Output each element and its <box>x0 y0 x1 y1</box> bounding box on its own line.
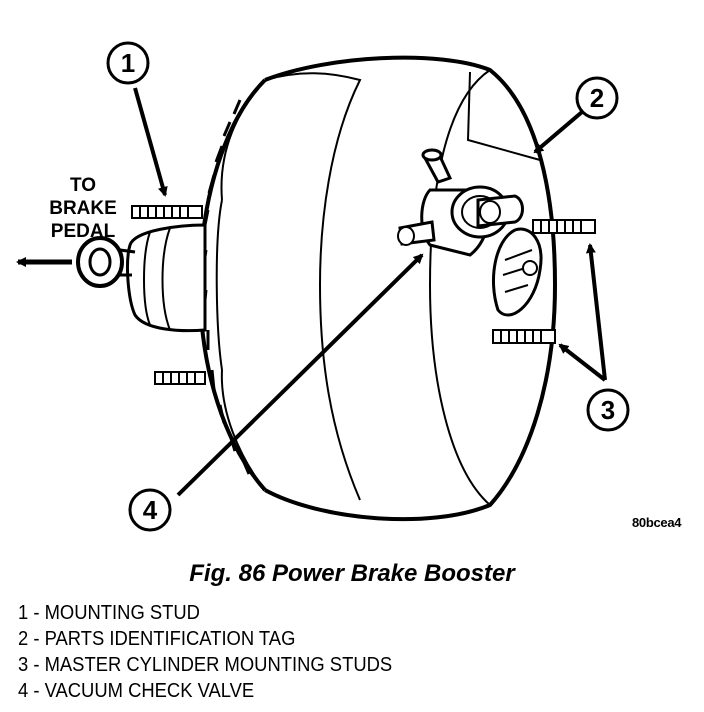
direction-label-line: BRAKE <box>49 198 117 219</box>
callout-4: 4 <box>128 488 172 532</box>
callout-2: 2 <box>575 76 619 120</box>
legend-item: 3 - MASTER CYLINDER MOUNTING STUDS <box>18 654 393 676</box>
leader-lines <box>133 87 607 497</box>
svg-text:4: 4 <box>143 495 158 525</box>
to-brake-pedal-label: TO BRAKE PEDAL <box>38 174 128 243</box>
svg-text:2: 2 <box>590 83 604 113</box>
vacuum-check-valve <box>397 148 524 257</box>
master-cylinder-opening <box>491 227 543 317</box>
legend-item: 4 - VACUUM CHECK VALVE <box>18 680 255 702</box>
svg-text:1: 1 <box>121 48 135 78</box>
legend-item: 2 - PARTS IDENTIFICATION TAG <box>18 628 296 650</box>
brake-booster-illustration: 1 2 3 4 <box>16 41 630 532</box>
legend-item: 1 - MOUNTING STUD <box>18 602 200 624</box>
svg-text:3: 3 <box>601 395 615 425</box>
image-code: 80bcea4 <box>632 515 682 530</box>
mounting-studs-back <box>131 205 206 385</box>
direction-label-line: PEDAL <box>50 221 116 242</box>
callout-3: 3 <box>586 388 630 432</box>
pushrod-boot <box>76 223 207 333</box>
direction-label-line: TO <box>69 175 97 196</box>
callout-1: 1 <box>106 41 150 85</box>
parts-legend: 1 - MOUNTING STUD 2 - PARTS IDENTIFICATI… <box>18 600 425 704</box>
master-cylinder-studs <box>492 219 596 344</box>
figure-caption: Fig. 86 Power Brake Booster <box>189 560 515 587</box>
